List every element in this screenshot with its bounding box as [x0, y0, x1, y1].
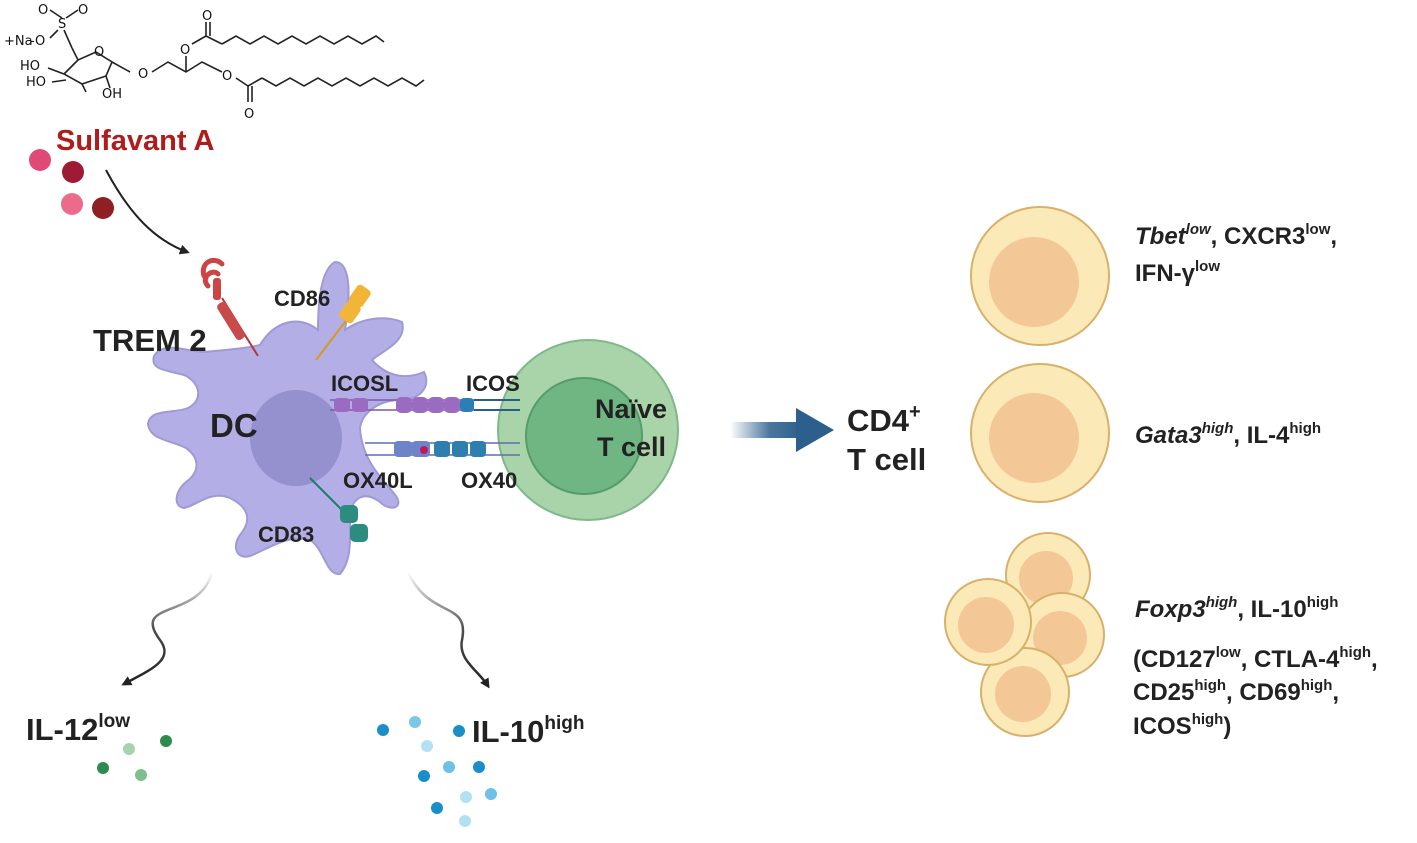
il10-label: IL-10high	[472, 713, 584, 749]
ester-carbonyl-2	[235, 77, 263, 102]
ester-oxygen-2: O	[222, 69, 232, 84]
cd86-label: CD86	[274, 286, 330, 311]
icos-label: ICOS	[466, 371, 520, 396]
ester-carbonyl-1	[191, 22, 223, 45]
hydroxyl-bonds	[47, 61, 131, 93]
cd83-label: CD83	[258, 522, 314, 547]
icosl-label: ICOSL	[331, 371, 398, 396]
cd83-receptor	[309, 477, 368, 542]
il12-particles	[97, 735, 172, 781]
differentiation-arrow	[730, 408, 834, 452]
sulfavant-structure: +Na -O S O O O HO HO OH O O O O O	[4, 3, 425, 122]
treg-markers-line4: ICOShigh)	[1133, 711, 1231, 740]
compound-name: Sulfavant A	[56, 125, 215, 157]
fatty-acid-chain-2	[261, 77, 425, 87]
sulfonyl-oxygen-1: O	[38, 3, 48, 18]
il10-particles	[377, 716, 497, 827]
dendritic-cell	[146, 260, 428, 575]
trem2-label: TREM 2	[93, 323, 207, 358]
carbonyl-oxygen-1: O	[202, 9, 212, 24]
sulfur-atom: S	[58, 17, 66, 32]
hydroxyl-1: HO	[20, 59, 40, 74]
glycerol-backbone	[151, 56, 223, 73]
th2-markers: Gata3high, IL-4high	[1135, 420, 1321, 449]
th1-cell	[970, 206, 1110, 346]
treg-markers-line3: CD25high, CD69high,	[1133, 677, 1339, 706]
sulfavant-particle-2	[62, 161, 84, 183]
dc-label: DC	[210, 407, 258, 444]
hydroxyl-2: HO	[26, 75, 46, 90]
icosl-icos-pair	[330, 397, 520, 413]
oxy-anion: -O	[30, 34, 45, 49]
treg-markers-line1: Foxp3high, IL-10high	[1135, 594, 1338, 623]
il12-label: IL-12low	[26, 711, 130, 747]
sulfavant-particle-4	[92, 197, 114, 219]
tcell-nucleus	[525, 377, 643, 495]
binding-arrow	[105, 169, 190, 255]
treg-markers-line2: (CD127low, CTLA-4high,	[1133, 644, 1378, 673]
cd4-label-line1: CD4+	[847, 401, 921, 438]
treg-cluster	[944, 532, 1105, 737]
sugar-ring	[62, 47, 114, 85]
il10-release-arrow	[406, 571, 490, 689]
ring-oxygen: O	[94, 45, 104, 60]
tcell-label-line1: Naïve	[595, 394, 667, 424]
ox40l-label: OX40L	[343, 468, 413, 493]
trem2-receptor	[200, 258, 259, 357]
th1-markers-line1: Tbetlow, CXCR3low,	[1135, 221, 1337, 250]
dc-nucleus	[250, 390, 342, 486]
hydroxyl-3: OH	[102, 87, 122, 102]
sulfonyl-oxygen-2: O	[78, 3, 88, 18]
sodium-counterion: +Na	[4, 34, 33, 49]
cd86-receptor	[315, 284, 371, 361]
carbonyl-oxygen-2: O	[244, 107, 254, 122]
sulfavant-particle-1	[29, 149, 51, 171]
ester-oxygen-1: O	[180, 43, 190, 58]
glycosidic-oxygen: O	[138, 67, 148, 82]
ox40l-ox40-pair	[365, 441, 520, 457]
th2-cell	[970, 363, 1110, 503]
th1-markers-line2: IFN-γlow	[1135, 258, 1220, 287]
tcell-label-line2: T cell	[597, 432, 666, 462]
fatty-acid-chain-1	[221, 35, 385, 45]
ox40-label: OX40	[461, 468, 517, 493]
cd4-label-line2: T cell	[847, 442, 926, 477]
il12-release-arrow	[121, 571, 214, 686]
sulfavant-particle-3	[61, 193, 83, 215]
sulfonate-bonds	[49, 9, 79, 49]
